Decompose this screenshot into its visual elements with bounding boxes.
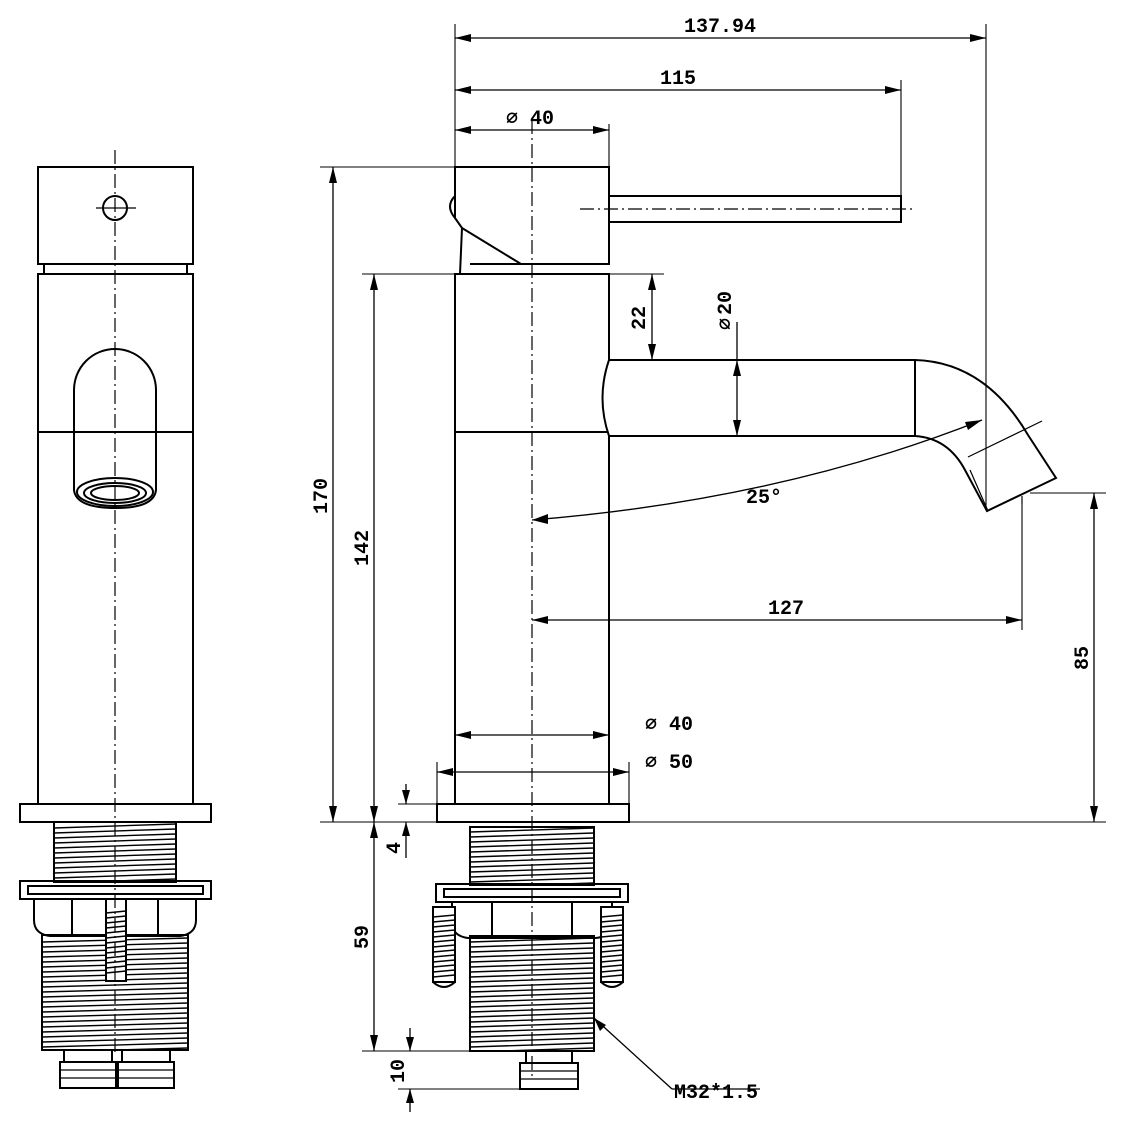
bolt-thread-line (432, 924, 456, 928)
dim-base-outer-symbol: ∅ (645, 752, 657, 775)
bolt-thread-line (105, 910, 127, 914)
bolt-thread-line (600, 969, 624, 973)
dim-body-height: 142 (352, 530, 375, 566)
side-spout (601, 359, 1058, 513)
bolt-thread-line (600, 974, 624, 978)
bolt-thread-line (600, 964, 624, 968)
bolt-thread-line (432, 919, 456, 923)
bolt-thread-line (105, 955, 127, 959)
bolt-thread-line (600, 929, 624, 933)
dim-spout-angle: 25° (746, 487, 782, 510)
thread-line (42, 1027, 188, 1033)
bolt-thread-line (432, 914, 456, 918)
thread-line (53, 858, 177, 864)
front-hose-connectors (59, 1049, 175, 1089)
bolt-thread-line (105, 930, 127, 934)
dim-spout-projection: 127 (768, 598, 804, 621)
bolt-thread-line (432, 954, 456, 958)
thread-line (42, 1002, 188, 1008)
dimension-labels: 137.94 115 ∅ 40 170 142 22 ∅ 20 25° 127 … (311, 16, 1095, 1105)
bolt-thread-line (600, 954, 624, 958)
bolt-thread-line (600, 959, 624, 963)
thread-line (470, 852, 594, 858)
side-hose-connector (519, 1050, 579, 1090)
bolt-thread-line (600, 919, 624, 923)
dim-total-height: 170 (311, 478, 334, 514)
bolt-thread-line (432, 944, 456, 948)
bolt-thread-line (105, 935, 127, 939)
bolt-thread-line (105, 950, 127, 954)
dim-overall-reach: 137.94 (684, 16, 756, 39)
bolt-thread-line (432, 949, 456, 953)
bolt-thread-line (105, 915, 127, 919)
bolt-thread-line (600, 914, 624, 918)
bolt-thread-line (432, 974, 456, 978)
thread-line (470, 1022, 594, 1028)
bolt-thread-line (105, 940, 127, 944)
dim-base-plate-thickness: 4 (384, 842, 407, 854)
dim-body-top-dia: 40 (530, 108, 554, 131)
bolt-thread-line (600, 924, 624, 928)
thread-line (470, 877, 594, 883)
bolt-thread-line (105, 965, 127, 969)
side-view (432, 120, 1058, 1090)
dim-outlet-height: 85 (1072, 646, 1095, 670)
side-base-plate (436, 803, 630, 823)
front-view (19, 150, 212, 1089)
bolt-thread-line (600, 934, 624, 938)
dim-spout-dia-symbol: ∅ (715, 318, 738, 330)
front-stud-bolt (105, 898, 127, 982)
bolt-thread-line (432, 929, 456, 933)
bolt-thread-line (432, 934, 456, 938)
dimension-lines (320, 24, 1106, 1112)
thread-spec-label: M32*1.5 (674, 1082, 758, 1105)
bolt-thread-line (105, 920, 127, 924)
dim-shank-length: 59 (352, 925, 375, 949)
dim-base-dia-inner: 40 (669, 714, 693, 737)
bolt-thread-line (105, 945, 127, 949)
bolt-thread-line (432, 964, 456, 968)
dim-spout-dia: 20 (715, 291, 738, 315)
bolt-thread-line (600, 939, 624, 943)
dim-base-dia-outer: 50 (669, 752, 693, 775)
side-stud-bolts (432, 906, 624, 988)
bolt-thread-line (600, 949, 624, 953)
thread-line (42, 1032, 188, 1038)
bolt-thread-line (432, 939, 456, 943)
dim-spout-gap: 22 (629, 306, 652, 330)
thread-line (470, 1002, 594, 1008)
thread-line (470, 1027, 594, 1033)
dim-diameter-symbol: ∅ (506, 108, 518, 131)
thread-line (470, 997, 594, 1003)
bolt-thread-line (600, 944, 624, 948)
thread-line (470, 972, 594, 978)
bolt-thread-line (432, 969, 456, 973)
dim-connector-length: 10 (388, 1059, 411, 1083)
dim-handle-reach: 115 (660, 68, 696, 91)
thread-line (89, 1047, 188, 1050)
dim-base-inner-symbol: ∅ (645, 714, 657, 737)
bolt-thread-line (432, 959, 456, 963)
bolt-thread-line (105, 970, 127, 974)
bolt-thread-line (105, 925, 127, 929)
bolt-thread-line (105, 960, 127, 964)
